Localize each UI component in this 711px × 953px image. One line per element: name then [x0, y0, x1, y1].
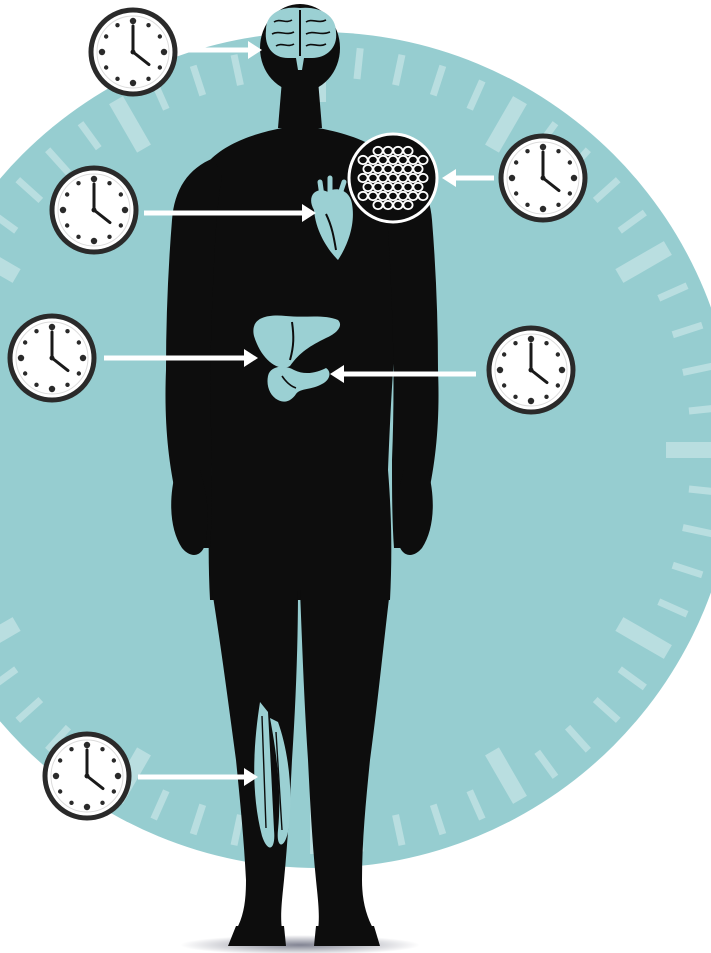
fat-cells-icon: [349, 134, 437, 222]
clock-icon: [52, 168, 136, 252]
clock-icon: [45, 734, 129, 818]
clock-face-minor-tick: [357, 48, 360, 79]
clock-icon: [91, 10, 175, 94]
clock-face-minor-tick: [689, 489, 711, 492]
clock-face-minor-tick: [689, 408, 711, 411]
clock-icon: [489, 328, 573, 412]
clock-icon: [501, 136, 585, 220]
clock-icon: [10, 316, 94, 400]
floor-shadow: [180, 935, 420, 953]
